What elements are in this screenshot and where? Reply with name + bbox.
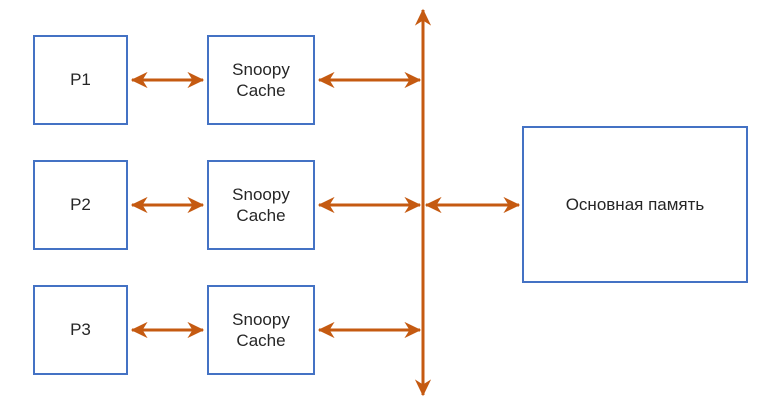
- cache-box-2[interactable]: Snoopy Cache: [207, 160, 315, 250]
- cache-label-1-line1: Snoopy: [232, 59, 290, 79]
- cache-label-1: Snoopy Cache: [232, 59, 290, 102]
- cache-label-2: Snoopy Cache: [232, 184, 290, 227]
- processor-label-p1: P1: [70, 70, 91, 90]
- cache-label-3-line2: Cache: [236, 331, 286, 350]
- cache-label-3: Snoopy Cache: [232, 309, 290, 352]
- processor-box-p1[interactable]: P1: [33, 35, 128, 125]
- cache-label-2-line2: Cache: [236, 206, 286, 225]
- main-memory-box[interactable]: Основная память: [522, 126, 748, 283]
- cache-box-3[interactable]: Snoopy Cache: [207, 285, 315, 375]
- cache-label-1-line2: Cache: [236, 81, 286, 100]
- cache-box-1[interactable]: Snoopy Cache: [207, 35, 315, 125]
- main-memory-label: Основная память: [565, 194, 705, 214]
- processor-box-p2[interactable]: P2: [33, 160, 128, 250]
- processor-box-p3[interactable]: P3: [33, 285, 128, 375]
- cache-label-3-line1: Snoopy: [232, 309, 290, 329]
- processor-label-p3: P3: [70, 320, 91, 340]
- cache-label-2-line1: Snoopy: [232, 184, 290, 204]
- processor-label-p2: P2: [70, 195, 91, 215]
